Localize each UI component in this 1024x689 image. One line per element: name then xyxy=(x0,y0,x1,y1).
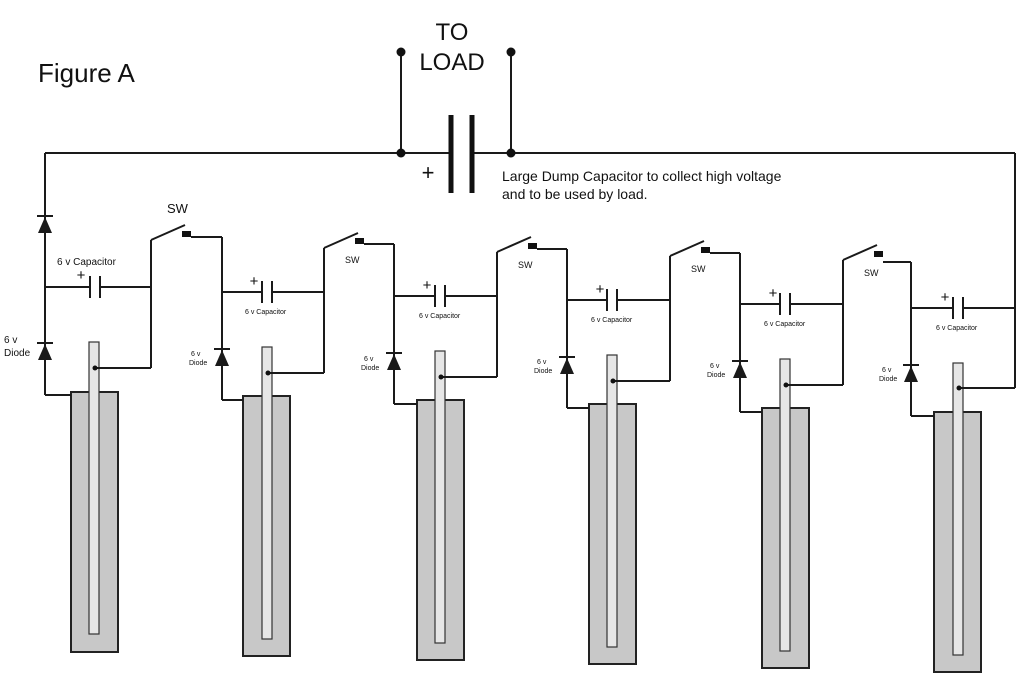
cell-3-rod xyxy=(434,350,446,644)
stage-4-switch-contact xyxy=(701,247,710,253)
dump-capacitor-plus: + xyxy=(422,160,435,185)
stage-1: 6 v Capacitor + 6 v Diode SW xyxy=(4,201,223,653)
stage-6-capacitor-plus: + xyxy=(941,289,950,306)
stage-1-switch-label: SW xyxy=(167,201,189,216)
stage-2-diode-label-line1: 6 v xyxy=(191,351,201,358)
stage-4-rod-junction xyxy=(610,378,616,384)
stage-4-diode-icon xyxy=(560,358,574,374)
stage-1-diode-label-line1: 6 v xyxy=(4,335,17,346)
load-junction-right xyxy=(506,148,516,158)
stage-3-switch-contact xyxy=(528,243,537,249)
stage-2-switch-label: SW xyxy=(345,255,360,265)
stage-3-diode-label-line2: Diode xyxy=(361,365,379,372)
stage-1-switch-contact xyxy=(182,231,191,237)
stage-1-capacitor-plus: + xyxy=(77,267,86,284)
stage-4-capacitor-plus: + xyxy=(596,281,605,298)
stage-6-diode-label-line2: Diode xyxy=(879,376,897,383)
cell-1-rod xyxy=(88,341,100,635)
stage-5-switch-contact xyxy=(874,251,883,257)
stage-3-diode-icon xyxy=(387,354,401,370)
stage-5: 6 v Capacitor + 6 v Diode SW xyxy=(707,244,912,669)
stage-4-diode-label-line2: Diode xyxy=(534,368,552,375)
stage-6-rod-junction xyxy=(956,385,962,391)
stage-3-switch-label: SW xyxy=(518,260,533,270)
stage-2-switch-contact xyxy=(355,238,364,244)
stage-4-diode-label-line1: 6 v xyxy=(537,359,547,366)
stage-5-switch-blade xyxy=(842,244,878,261)
stage-1-diode-icon xyxy=(38,344,52,360)
stage-5-capacitor-label: 6 v Capacitor xyxy=(764,321,806,328)
stage-4-switch-label: SW xyxy=(691,264,706,274)
stage-1-rod-junction xyxy=(92,365,98,371)
stage-5-capacitor-plus: + xyxy=(769,285,778,302)
load-label-line1: TO xyxy=(436,19,469,46)
stage-1-switch-blade xyxy=(150,224,186,241)
stage-2-capacitor-plus: + xyxy=(250,273,259,290)
stage-1-capacitor-label: 6 v Capacitor xyxy=(57,257,117,268)
stage-2: 6 v Capacitor + 6 v Diode SW xyxy=(189,232,395,657)
stage-3-capacitor-plus: + xyxy=(423,277,432,294)
stage-5-switch-label: SW xyxy=(864,268,879,278)
figure-title: Figure A xyxy=(38,58,135,88)
stage-5-diode-icon xyxy=(733,362,747,378)
stage-2-diode-icon xyxy=(215,350,229,366)
stage-1-diode-label-line2: Diode xyxy=(4,348,31,359)
cell-6-rod xyxy=(952,362,964,656)
cell-5-rod xyxy=(779,358,791,652)
stage-4: 6 v Capacitor + 6 v Diode SW xyxy=(534,240,741,665)
cell-2-rod xyxy=(261,346,273,640)
stage-3-switch-blade xyxy=(496,236,532,253)
load-terminal-left xyxy=(396,47,406,57)
output-diode-icon xyxy=(38,217,52,233)
stage-4-switch-blade xyxy=(669,240,705,257)
load-terminal-right xyxy=(506,47,516,57)
stage-4-capacitor-label: 6 v Capacitor xyxy=(591,317,633,324)
dump-capacitor-note-line2: and to be used by load. xyxy=(502,186,648,202)
stage-6-diode-label-line1: 6 v xyxy=(882,367,892,374)
stage-2-capacitor-label: 6 v Capacitor xyxy=(245,309,287,316)
stage-5-rod-junction xyxy=(783,382,789,388)
stage-3: 6 v Capacitor + 6 v Diode SW xyxy=(361,236,568,661)
load-label-line2: LOAD xyxy=(419,49,484,76)
stage-2-switch-blade xyxy=(323,232,359,249)
stage-2-rod-junction xyxy=(265,370,271,376)
stage-3-capacitor-label: 6 v Capacitor xyxy=(419,313,461,320)
stage-3-rod-junction xyxy=(438,374,444,380)
stage-6-capacitor-label: 6 v Capacitor xyxy=(936,325,978,332)
stage-5-diode-label-line1: 6 v xyxy=(710,363,720,370)
stage-6-diode-icon xyxy=(904,366,918,382)
stage-5-diode-label-line2: Diode xyxy=(707,372,725,379)
cell-4-rod xyxy=(606,354,618,648)
load-junction-left xyxy=(396,148,406,158)
stage-3-diode-label-line1: 6 v xyxy=(364,356,374,363)
dump-capacitor-note-line1: Large Dump Capacitor to collect high vol… xyxy=(502,168,782,184)
stage-6: 6 v Capacitor + 6 v Diode xyxy=(879,289,1015,673)
stage-2-diode-label-line2: Diode xyxy=(189,360,207,367)
